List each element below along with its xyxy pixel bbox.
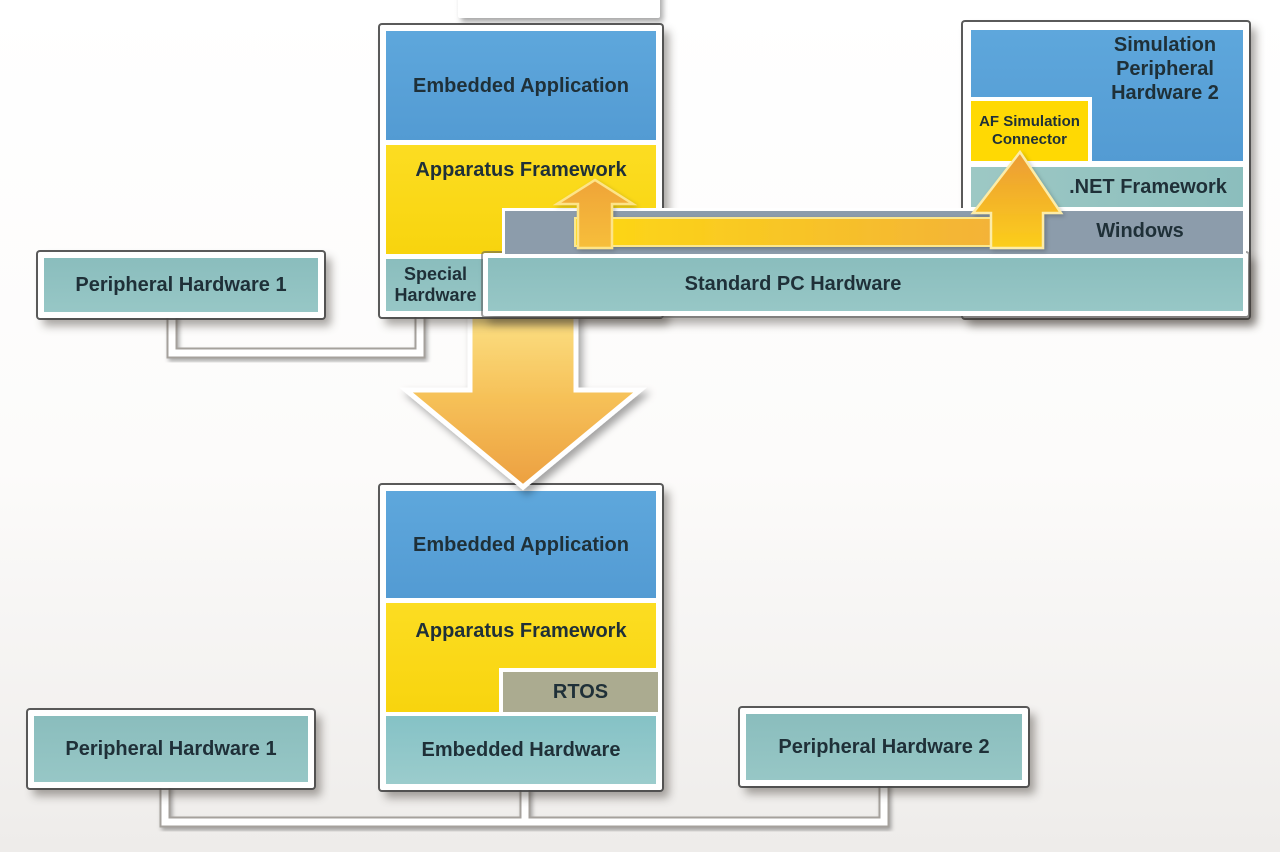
cropped-top-box — [458, 0, 660, 18]
peripheral-hardware-2-label: Peripheral Hardware 2 — [778, 736, 990, 758]
rtos-frame: RTOS — [499, 668, 662, 716]
special-hardware-label: Special Hardware — [394, 263, 477, 305]
windows-track-bar: Windows — [505, 211, 1243, 254]
embedded-hardware-label: Embedded Hardware — [421, 739, 621, 761]
net-framework-label: .NET Framework — [1069, 176, 1227, 198]
peripheral-hardware-2-box: Peripheral Hardware 2 — [740, 708, 1028, 786]
peripheral-hardware-1-top-label: Peripheral Hardware 1 — [75, 274, 287, 296]
simulation-peripheral-hardware-2-label: Simulation Peripheral Hardware 2 — [1111, 34, 1219, 104]
embedded-application-top-label: Embedded Application — [413, 74, 629, 97]
peripheral-hardware-1-bottom-box: Peripheral Hardware 1 — [28, 710, 314, 788]
embedded-stack-box: Embedded Application Apparatus Framework… — [380, 485, 662, 790]
apparatus-framework-bottom-label: Apparatus Framework — [415, 620, 627, 642]
embedded-application-bottom-label: Embedded Application — [413, 533, 629, 556]
peripheral-hardware-1-bottom-label: Peripheral Hardware 1 — [65, 738, 277, 760]
af-simulation-connector-frame: AF Simulation Connector — [967, 97, 1092, 165]
af-simulation-connector-label: AF Simulation Connector — [979, 112, 1080, 148]
rtos-label: RTOS — [552, 681, 609, 703]
standard-pc-hardware-label: Standard PC Hardware — [684, 273, 902, 295]
peripheral-hardware-1-top-box: Peripheral Hardware 1 — [38, 252, 324, 318]
standard-pc-hardware-bar: Standard PC Hardware — [483, 253, 1248, 316]
windows-label: Windows — [1096, 220, 1184, 242]
apparatus-framework-top-label: Apparatus Framework — [415, 159, 627, 181]
